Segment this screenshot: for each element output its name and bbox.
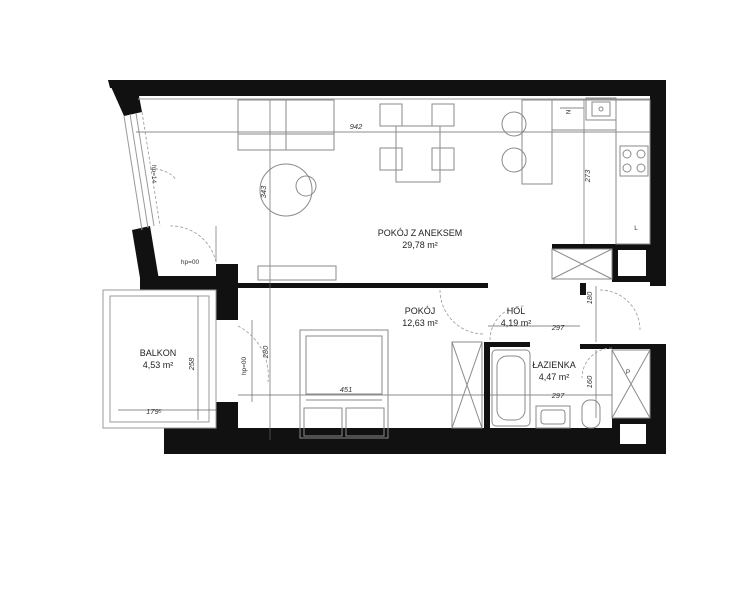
dimension-273: 273 <box>583 169 592 183</box>
dimension-297-top: 297 <box>551 323 565 332</box>
room-area-lazienka: 4,47 m² <box>539 372 570 382</box>
interior-lines <box>136 97 651 440</box>
room-area-pokoj-z-aneksem: 29,78 m² <box>402 240 438 250</box>
window-left <box>123 111 177 231</box>
room-area-hol: 4,19 m² <box>501 318 532 328</box>
dimension-258: 258 <box>187 357 196 371</box>
doors <box>169 225 641 383</box>
sill-height-label-balcony: hp=00 <box>181 259 200 266</box>
dimension-180: 180 <box>585 291 594 304</box>
walls <box>108 80 666 454</box>
room-area-balkon: 4,53 m² <box>143 360 174 370</box>
dimension-160: 160 <box>585 375 594 388</box>
room-name-pokoj: POKÓJ <box>405 306 436 316</box>
sill-height-label-bedroom: hp=00 <box>241 356 248 375</box>
p-marker-label: P <box>626 369 630 376</box>
small-labels: hp=00 hp=00 hp=14 N L P <box>150 110 638 376</box>
dimension-343: 343 <box>259 185 268 198</box>
room-name-lazienka: ŁAZIENKA <box>532 360 576 370</box>
room-name-pokoj-z-aneksem: POKÓJ Z ANEKSEM <box>378 228 463 238</box>
dimension-451: 451 <box>340 385 353 394</box>
room-name-balkon: BALKON <box>140 348 177 358</box>
room-labels: POKÓJ Z ANEKSEM 29,78 m² POKÓJ 12,63 m² … <box>140 228 576 382</box>
room-name-hol: HOL <box>507 306 526 316</box>
l-marker-label: L <box>634 225 638 232</box>
dimension-280: 280 <box>261 345 270 359</box>
dimension-labels: 942 343 273 180 297 297 160 451 280 258 … <box>146 122 594 416</box>
dimension-297-bottom: 297 <box>551 391 565 400</box>
sill-height-label-window: hp=14 <box>150 165 157 184</box>
room-area-pokoj: 12,63 m² <box>402 318 438 328</box>
furniture <box>237 99 651 439</box>
fridge-n-label: N <box>564 110 571 115</box>
dimension-942: 942 <box>350 122 363 131</box>
balcony-outline <box>102 289 217 429</box>
dimension-179: 179⁵ <box>146 407 162 416</box>
